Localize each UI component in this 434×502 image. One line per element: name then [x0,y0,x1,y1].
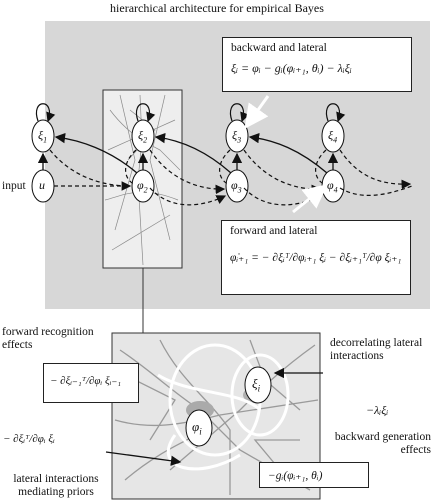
decorrelating-label: decorrelating lateral interactions [330,337,423,362]
xi1-label: ξ1 [38,128,48,145]
backward-lateral-equation: ξᵢ = φᵢ − gᵢ(φᵢ₊₁, θᵢ) − λᵢξᵢ [231,61,352,75]
input-label: input [2,180,26,192]
xi-i-label: ξi [252,376,261,394]
backward-generation-eq-box: −gᵢ(φᵢ₊₁, θᵢ) [259,462,369,488]
decorrelating-eq: −λᵢξᵢ [366,403,389,417]
lower-arrows [105,367,323,466]
backward-lateral-title: backward and lateral [231,42,327,54]
xi2-label: ξ2 [138,128,148,145]
u-label: u [39,178,45,192]
lateral-priors-eq: − ∂ξᵢᵀ/∂φᵢ ξᵢ [3,433,55,445]
lower-nodes [185,366,272,447]
forward-arrows [49,149,413,206]
backward-lateral-box: backward and lateral ξᵢ = φᵢ − gᵢ(φᵢ₊₁, … [222,37,412,92]
lower-loops [157,343,290,471]
node-xi2 [131,119,155,153]
node-xi4 [321,119,345,153]
node-xi3 [225,119,249,153]
xi4-label: ξ4 [328,128,338,145]
backward-pointer [244,95,270,129]
node-xi1 [31,119,55,153]
forward-lateral-box: forward and lateral φ̇ᵢ₊₁ = − ∂ξᵢᵀ/∂φᵢ₊₁… [221,220,411,295]
upper-nodes [31,119,345,203]
forward-lateral-title: forward and lateral [230,225,318,237]
phi2-label: φ2 [137,178,148,195]
phi3-label: φ3 [231,178,242,195]
forward-recognition-label: forward recognition effects [2,326,94,351]
forward-recognition-eq-box: − ∂ξᵢ₋₁ᵀ/∂φᵢ ξᵢ₋₁ [43,363,139,403]
xi3-label: ξ3 [232,128,242,145]
forward-pointer [292,184,328,214]
phi-i-label: φi [192,419,202,437]
backward-generation-label: backward generation effects [334,431,431,456]
forward-lateral-equation: φ̇ᵢ₊₁ = − ∂ξᵢᵀ/∂φᵢ₊₁ ξᵢ − ∂ξᵢ₊₁ᵀ/∂φ ξᵢ₊₁ [230,252,402,264]
phi4-label: φ4 [327,178,338,195]
lateral-priors-label: lateral interactions mediating priors [13,473,99,498]
self-loops [35,103,346,123]
diagram-title: hierarchical architecture for empirical … [110,1,324,15]
backward-arrows [37,132,339,174]
